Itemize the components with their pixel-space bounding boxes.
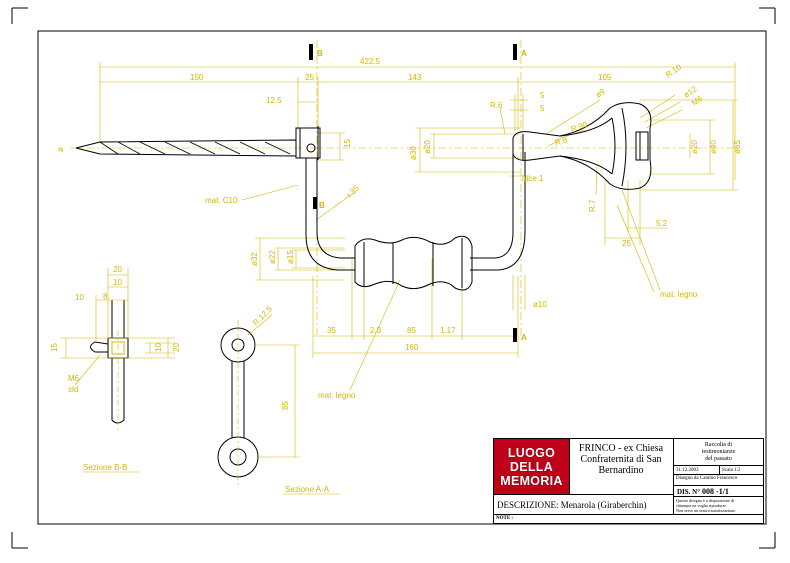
sb-dim-10-b: 10 [75, 293, 84, 302]
collection-line-2: testimonianze [701, 449, 736, 455]
logo-line-3: MEMORIA [500, 473, 563, 488]
dim-phi65: ø65 [733, 140, 742, 154]
place-line-1: FRINCO - ex Chiesa [578, 443, 664, 454]
section-mark-b-mid: B [319, 201, 325, 210]
collection-line-1: Raccolta di [704, 442, 733, 448]
title-block: LUOGO DELLA MEMORIA FRINCO - ex Chiesa C… [493, 438, 764, 524]
sb-dim-10-c: 10 [154, 343, 163, 352]
label-sezione-bb: Sezione B-B [83, 463, 127, 472]
rights-line-2: chiunque ne voglia riprodurre. [676, 503, 727, 508]
dim-150: 150 [190, 73, 204, 82]
section-mark-a-bot: A [521, 333, 527, 342]
dim-phi20-a: ø20 [423, 140, 432, 154]
dim-2-3: 2.3 [370, 326, 382, 335]
section-mark-a-top: A [521, 49, 527, 58]
drawing-number-label: DIS. N° [677, 488, 701, 496]
dim-422-5: 422.5 [360, 57, 381, 66]
dim-luce-1: luce 1 [522, 174, 544, 183]
section-mark-b-top: B [317, 49, 323, 58]
sb-dim-15: 15 [50, 343, 59, 352]
dim-5-2: 5.2 [656, 219, 668, 228]
dim-phi9: ø9 [594, 87, 607, 100]
place-line-3: Bernardino [598, 465, 644, 476]
dim-phi22: ø22 [268, 250, 277, 264]
dim-phi30: ø30 [409, 146, 418, 160]
dim-phi20-b: ø20 [690, 140, 699, 154]
dim-phi15: ø15 [286, 250, 295, 264]
place-line-2: Confraternita di San [580, 454, 662, 465]
rights-line-3: Non serve un nostra autorizzazione. [676, 508, 737, 513]
drawing-number-cell: DIS. N° 008 -1/1 [674, 485, 763, 497]
rights-line-1: Questo disegno è a disposizione di [676, 498, 735, 503]
dim-12-5: 12.5 [266, 96, 282, 105]
dim-r6: R.6 [490, 101, 503, 110]
collection-line-3: del passato [705, 456, 732, 462]
logo-line-2: DELLA [509, 459, 554, 474]
brace-outline [75, 102, 652, 291]
dim-15: 15 [343, 139, 352, 148]
section-bb-dims [60, 268, 175, 430]
sheet-border [37, 30, 767, 525]
dim-r35: r.35 [345, 183, 361, 199]
date-row-separator [674, 474, 763, 475]
label-mat-legno-grip: mat. legno [318, 391, 356, 400]
dim-85-section: 85 [281, 401, 290, 410]
logo-luogo-della-memoria: LUOGO DELLA MEMORIA [494, 439, 570, 494]
sb-dim-8: 8 [103, 292, 108, 301]
dim-5-a: 5 [540, 91, 545, 100]
collection-title: Raccolta di testimonianze del passato [674, 439, 763, 466]
rights-notice: Questo disegno è a disposizione di chiun… [674, 497, 763, 514]
dim-5-b: 5 [540, 104, 545, 113]
label-mat-legno-handle: mat. legno [660, 290, 698, 299]
dim-85: 85 [407, 326, 416, 335]
dim-105: 105 [598, 73, 612, 82]
description-cell: DESCRIZIONE: Menarola (Giraberchin) [494, 494, 674, 514]
drawing-number: 008 -1/1 [702, 487, 729, 496]
drawing-date: 31.12.2003 [676, 468, 699, 473]
dim-phi40: ø40 [709, 140, 718, 154]
dim-25-b: 25 [622, 239, 631, 248]
dim-r10: R.10 [664, 62, 683, 79]
section-aa-dims [237, 314, 300, 485]
description-value: Menarola (Giraberchin) [560, 500, 647, 510]
section-markers [309, 44, 517, 342]
sb-dim-10-a: 10 [113, 278, 122, 287]
label-sezione-aa: Sezione A-A [285, 485, 330, 494]
sb-dim-20-b: 20 [172, 343, 181, 352]
dim-phi10: ø10 [533, 300, 547, 309]
dim-143: 143 [408, 73, 422, 82]
dim-25: 25 [305, 73, 314, 82]
section-bb [90, 300, 129, 424]
dim-phi32: ø32 [250, 252, 259, 266]
dim-phi-bit: ø [56, 147, 65, 152]
drawing-author: Disegno da Cantino Francesco [676, 476, 738, 481]
label-sld: sld [68, 385, 78, 394]
dim-r7: R.7 [588, 199, 597, 212]
date-scale-cell: 31.12.2003 Scala 1:2 Disegno da Cantino … [674, 466, 763, 494]
date-scale-separator [719, 466, 720, 474]
description-label: DESCRIZIONE: [497, 500, 559, 510]
logo-line-1: LUOGO [507, 445, 556, 460]
sb-dim-20: 20 [113, 265, 122, 274]
dim-r8: R.8 [554, 135, 569, 148]
label-m6: M6 [68, 374, 80, 383]
note-row: NOTE : [494, 514, 763, 523]
crop-marks [11, 7, 776, 549]
drawing-scale: Scala 1:2 [722, 468, 741, 473]
label-mat-c10: mat. C10 [205, 196, 238, 205]
dim-35: 35 [327, 326, 336, 335]
dimension-lines [70, 40, 740, 391]
dim-160: 160 [405, 343, 419, 352]
dim-1-17: 1.17 [440, 326, 456, 335]
note-label: NOTE : [496, 516, 514, 521]
place-title: FRINCO - ex Chiesa Confraternita di San … [569, 439, 674, 494]
